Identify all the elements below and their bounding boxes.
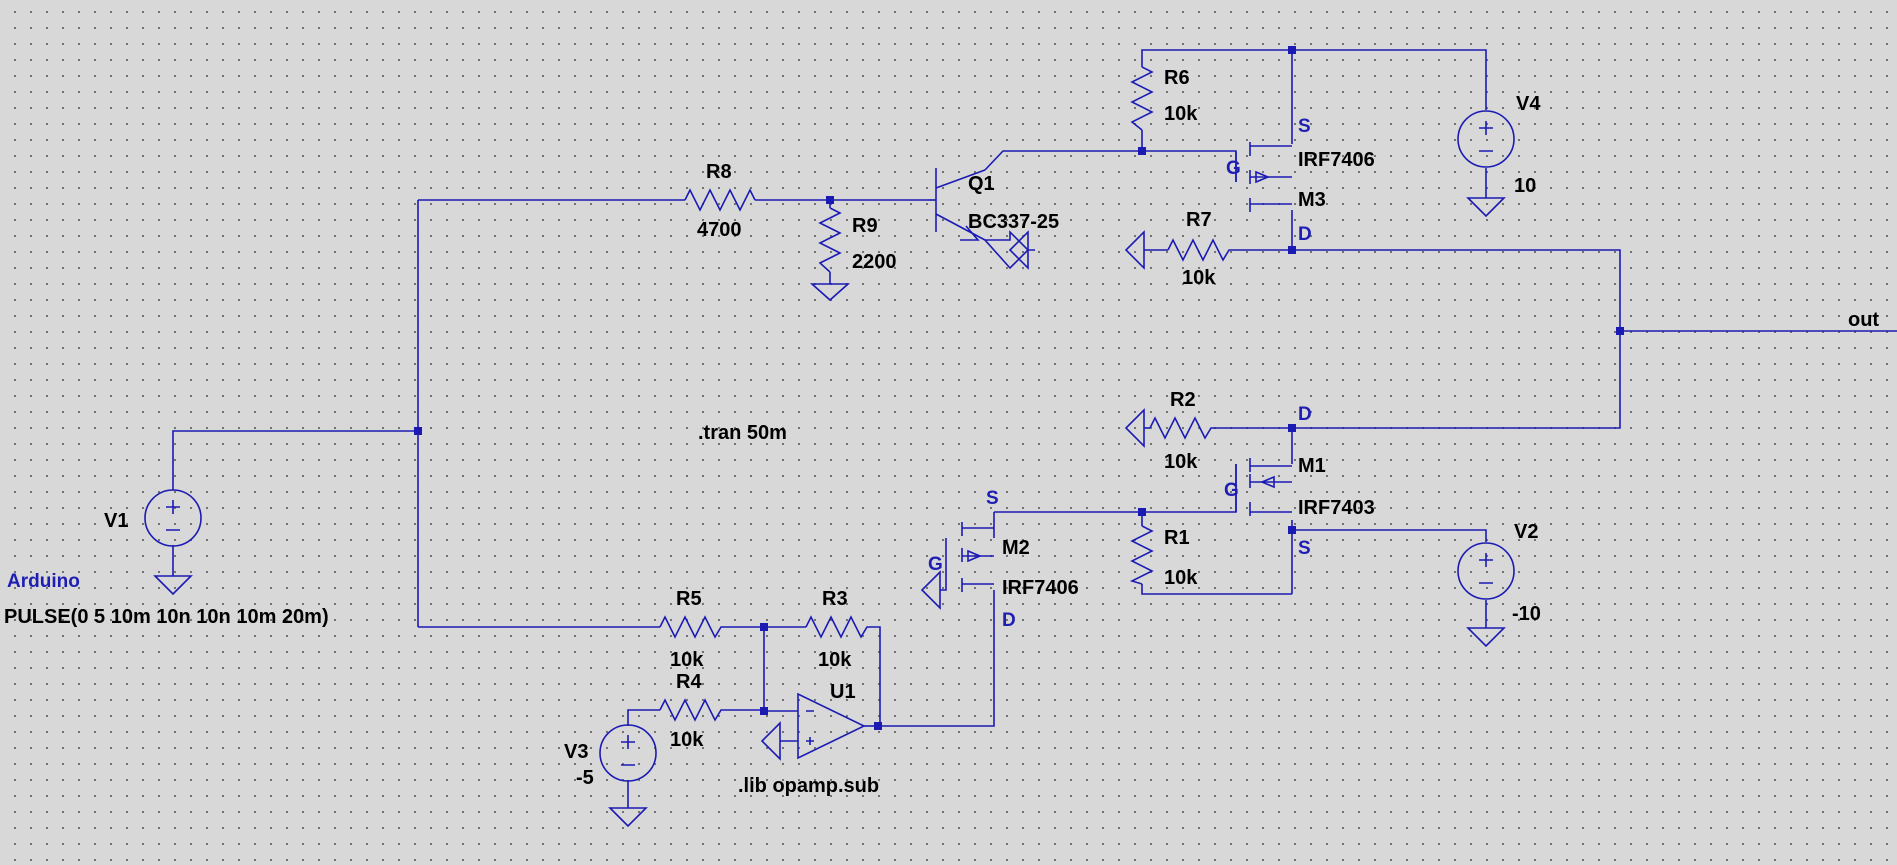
q1-model: BC337-25 [968,211,1059,233]
ground-icon [608,807,648,828]
m3-name: M3 [1298,189,1326,211]
m3-drain-pin: D [1298,224,1312,245]
mosfet-m3[interactable]: S G D IRF7406 M3 [1226,116,1375,245]
ground-icon [809,283,851,302]
resistor-r7[interactable]: R7 10k [1167,209,1232,289]
ground-icon [1466,197,1506,218]
r9-value: 2200 [852,251,897,273]
r2-name: R2 [1170,389,1196,411]
r6-value: 10k [1164,103,1198,125]
r9-name: R9 [852,215,878,237]
r4-name: R4 [676,671,702,693]
transistor-q1[interactable]: Q1 BC337-25 [935,168,1059,270]
r1-value: 10k [1164,567,1198,589]
r7-value: 10k [1182,267,1216,289]
q1-name: Q1 [968,173,995,195]
m2-name: M2 [1002,537,1030,559]
r1-name: R1 [1164,527,1190,549]
v2-name: V2 [1514,521,1538,543]
r3-value: 10k [818,649,852,671]
ground-icon [1124,230,1145,270]
m2-gate-pin: G [928,554,943,575]
u1-name: U1 [830,681,856,703]
m2-model: IRF7406 [1002,577,1079,599]
r5-value: 10k [670,649,704,671]
m2-drain-pin: D [1002,610,1016,631]
resistor-r5[interactable]: R5 10k [659,588,724,671]
v1-value: PULSE(0 5 10m 10n 10n 10m 20m) [4,606,329,628]
r7-name: R7 [1186,209,1212,231]
m1-name: M1 [1298,455,1326,477]
wires [172,49,1897,808]
m1-model: IRF7403 [1298,497,1375,519]
r8-name: R8 [706,161,732,183]
v3-value: -5 [576,767,594,789]
resistor-r3[interactable]: R3 10k [805,588,870,671]
v4-name: V4 [1516,93,1541,115]
lib-directive[interactable]: .lib opamp.sub [738,775,879,797]
resistor-r8[interactable]: R8 4700 [684,161,756,241]
r4-value: 10k [670,729,704,751]
m3-source-pin: S [1298,116,1311,137]
v1-name: V1 [104,510,128,532]
voltage-source-v2[interactable]: V2 -10 [1457,521,1541,625]
voltage-source-v3[interactable]: V3 -5 [564,724,657,789]
m1-gate-pin: G [1224,480,1239,501]
tran-directive[interactable]: .tran 50m [698,422,787,444]
r2-value: 10k [1164,451,1198,473]
resistor-r2[interactable]: R2 10k [1149,389,1214,473]
voltage-source-v4[interactable]: V4 10 [1457,93,1541,197]
ground-icon [1008,230,1035,270]
v1-source-label: Arduino [7,571,80,592]
m2-source-pin: S [986,488,999,509]
resistor-r9[interactable]: R9 2200 [818,207,897,273]
mosfet-m1[interactable]: D G S M1 IRF7403 [1224,404,1375,559]
v2-value: -10 [1512,603,1541,625]
r5-name: R5 [676,588,702,610]
ground-icon [1466,627,1506,648]
ground-icon [153,560,193,596]
m1-drain-pin: D [1298,404,1312,425]
v4-value: 10 [1514,175,1536,197]
m1-source-pin: S [1298,538,1311,559]
resistor-r4[interactable]: R4 10k [659,671,724,751]
r6-name: R6 [1164,67,1190,89]
voltage-source-v1[interactable]: V1 Arduino PULSE(0 5 10m 10n 10n 10m 20m… [4,489,329,628]
v3-name: V3 [564,741,588,763]
r3-name: R3 [822,588,848,610]
m3-model: IRF7406 [1298,149,1375,171]
net-label-out[interactable]: out [1848,309,1879,331]
ground-icon [1124,408,1145,448]
mosfet-m2[interactable]: S G D M2 IRF7406 [928,488,1079,631]
opamp-u1[interactable]: U1 [797,681,878,760]
m3-gate-pin: G [1226,158,1241,179]
ground-icon [760,721,781,761]
r8-value: 4700 [697,219,742,241]
resistor-r6[interactable]: R6 10k [1130,66,1198,131]
ground-icon [920,570,941,610]
resistor-r1[interactable]: R1 10k [1129,525,1198,589]
